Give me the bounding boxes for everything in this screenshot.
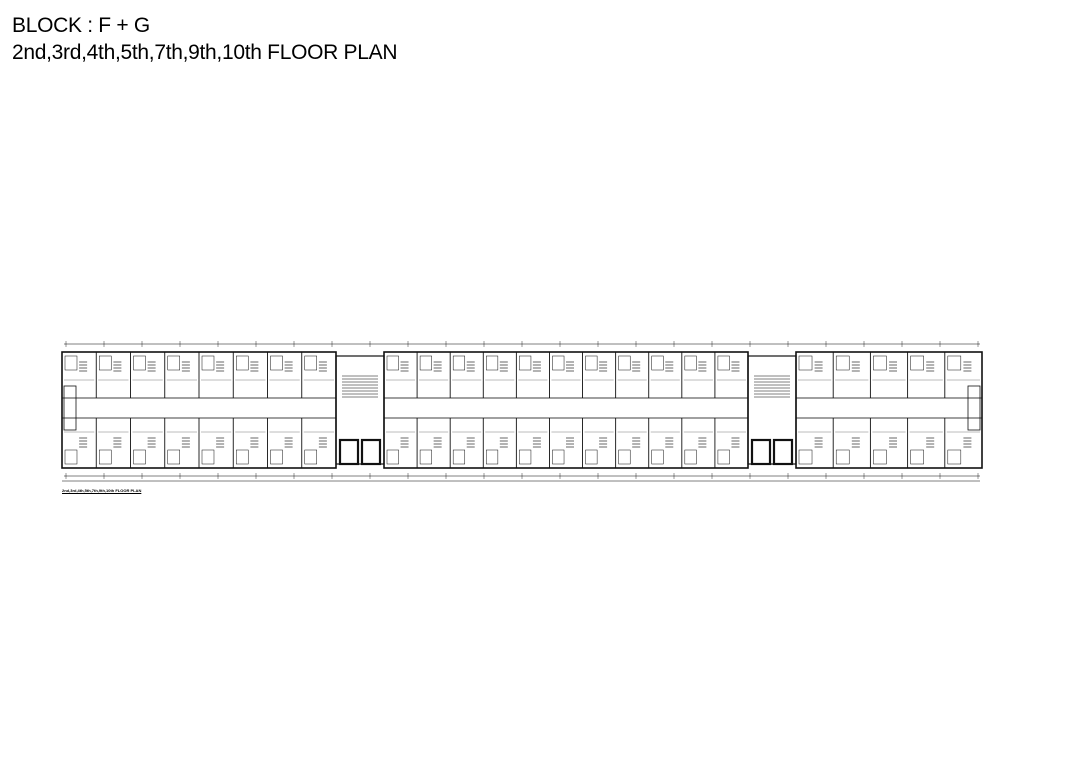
- toilet-block: [236, 355, 249, 371]
- toilet-block: [798, 449, 813, 465]
- stair-core: [335, 355, 385, 465]
- toilet-block: [684, 449, 697, 465]
- toilet-block: [717, 449, 730, 465]
- toilet-block: [99, 449, 112, 465]
- plan-caption: 2nd,3rd,4th,5th,7th,9th,10th FLOOR PLAN: [62, 488, 142, 493]
- end-staircase: [967, 385, 981, 431]
- toilet-block: [618, 355, 631, 371]
- central-passage: [61, 397, 337, 419]
- block-title: BLOCK : F + G: [12, 14, 150, 37]
- toilet-block: [419, 449, 432, 465]
- toilet-block: [270, 449, 283, 465]
- toilet-block: [873, 449, 887, 465]
- toilet-block: [585, 449, 598, 465]
- toilet-block: [873, 355, 887, 371]
- toilet-block: [947, 449, 962, 465]
- toilet-block: [64, 355, 78, 371]
- toilet-block: [519, 449, 532, 465]
- toilet-block: [201, 355, 215, 371]
- central-passage: [795, 397, 983, 419]
- toilet-block: [304, 355, 317, 371]
- toilet-block: [236, 449, 249, 465]
- toilet-block: [910, 449, 924, 465]
- toilet-block: [717, 355, 730, 371]
- toilet-block: [835, 355, 850, 371]
- wing-outline: [383, 351, 749, 469]
- toilet-block: [452, 449, 466, 465]
- stair-core: [747, 355, 797, 465]
- toilet-block: [910, 355, 924, 371]
- toilet-block: [835, 449, 850, 465]
- lift-shaft: [360, 438, 382, 466]
- toilet-block: [64, 449, 78, 465]
- central-passage: [383, 397, 749, 419]
- toilet-block: [452, 355, 466, 371]
- wing-outline: [795, 351, 983, 469]
- lift-shaft: [772, 438, 794, 466]
- toilet-block: [585, 355, 598, 371]
- toilet-block: [552, 449, 565, 465]
- lift-shaft: [338, 438, 360, 466]
- title-block: BLOCK : F + G 2nd,3rd,4th,5th,7th,9th,10…: [12, 12, 398, 66]
- toilet-block: [947, 355, 962, 371]
- toilet-block: [651, 449, 664, 465]
- end-staircase: [63, 385, 77, 431]
- lift-shaft: [750, 438, 772, 466]
- toilet-block: [270, 355, 283, 371]
- toilet-block: [133, 355, 146, 371]
- toilet-block: [386, 355, 399, 371]
- toilet-block: [651, 355, 664, 371]
- toilet-block: [618, 449, 631, 465]
- toilet-block: [167, 355, 180, 371]
- toilet-block: [486, 449, 499, 465]
- toilet-block: [684, 355, 697, 371]
- toilet-block: [99, 355, 112, 371]
- toilet-block: [552, 355, 565, 371]
- floor-plan-title: 2nd,3rd,4th,5th,7th,9th,10th FLOOR PLAN: [12, 41, 398, 64]
- toilet-block: [386, 449, 399, 465]
- toilet-block: [486, 355, 499, 371]
- floor-plan-linework: [61, 341, 983, 482]
- toilet-block: [798, 355, 813, 371]
- toilet-block: [133, 449, 146, 465]
- toilet-block: [304, 449, 317, 465]
- toilet-block: [167, 449, 180, 465]
- toilet-block: [419, 355, 432, 371]
- toilet-block: [519, 355, 532, 371]
- toilet-block: [201, 449, 215, 465]
